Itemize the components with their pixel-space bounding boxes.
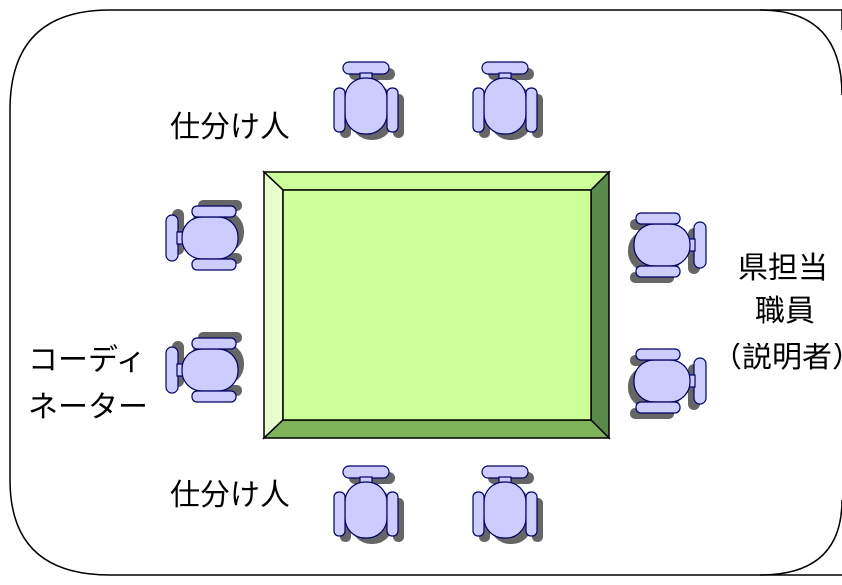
chair-icon [472,61,544,141]
chair-icon [627,348,707,420]
chair-icon [333,465,405,545]
label-coordinator-line1: コーディ [28,343,146,378]
room-frame [9,9,842,576]
label-sorter-bottom: 仕分け人 [170,478,290,513]
chair-icon [333,61,405,141]
label-sorter-top: 仕分け人 [170,110,290,145]
chair-icon [165,331,245,403]
label-staff-line1: 県担当 [738,251,828,286]
meeting-table [262,170,611,440]
chair-icon [472,465,544,545]
chair-icon [165,199,245,271]
label-coordinator-line2: ネーター [28,390,148,425]
label-staff-line2: 職員 [755,294,815,329]
chair-icon [627,212,707,284]
label-staff-line3: （説明者） [712,343,842,373]
